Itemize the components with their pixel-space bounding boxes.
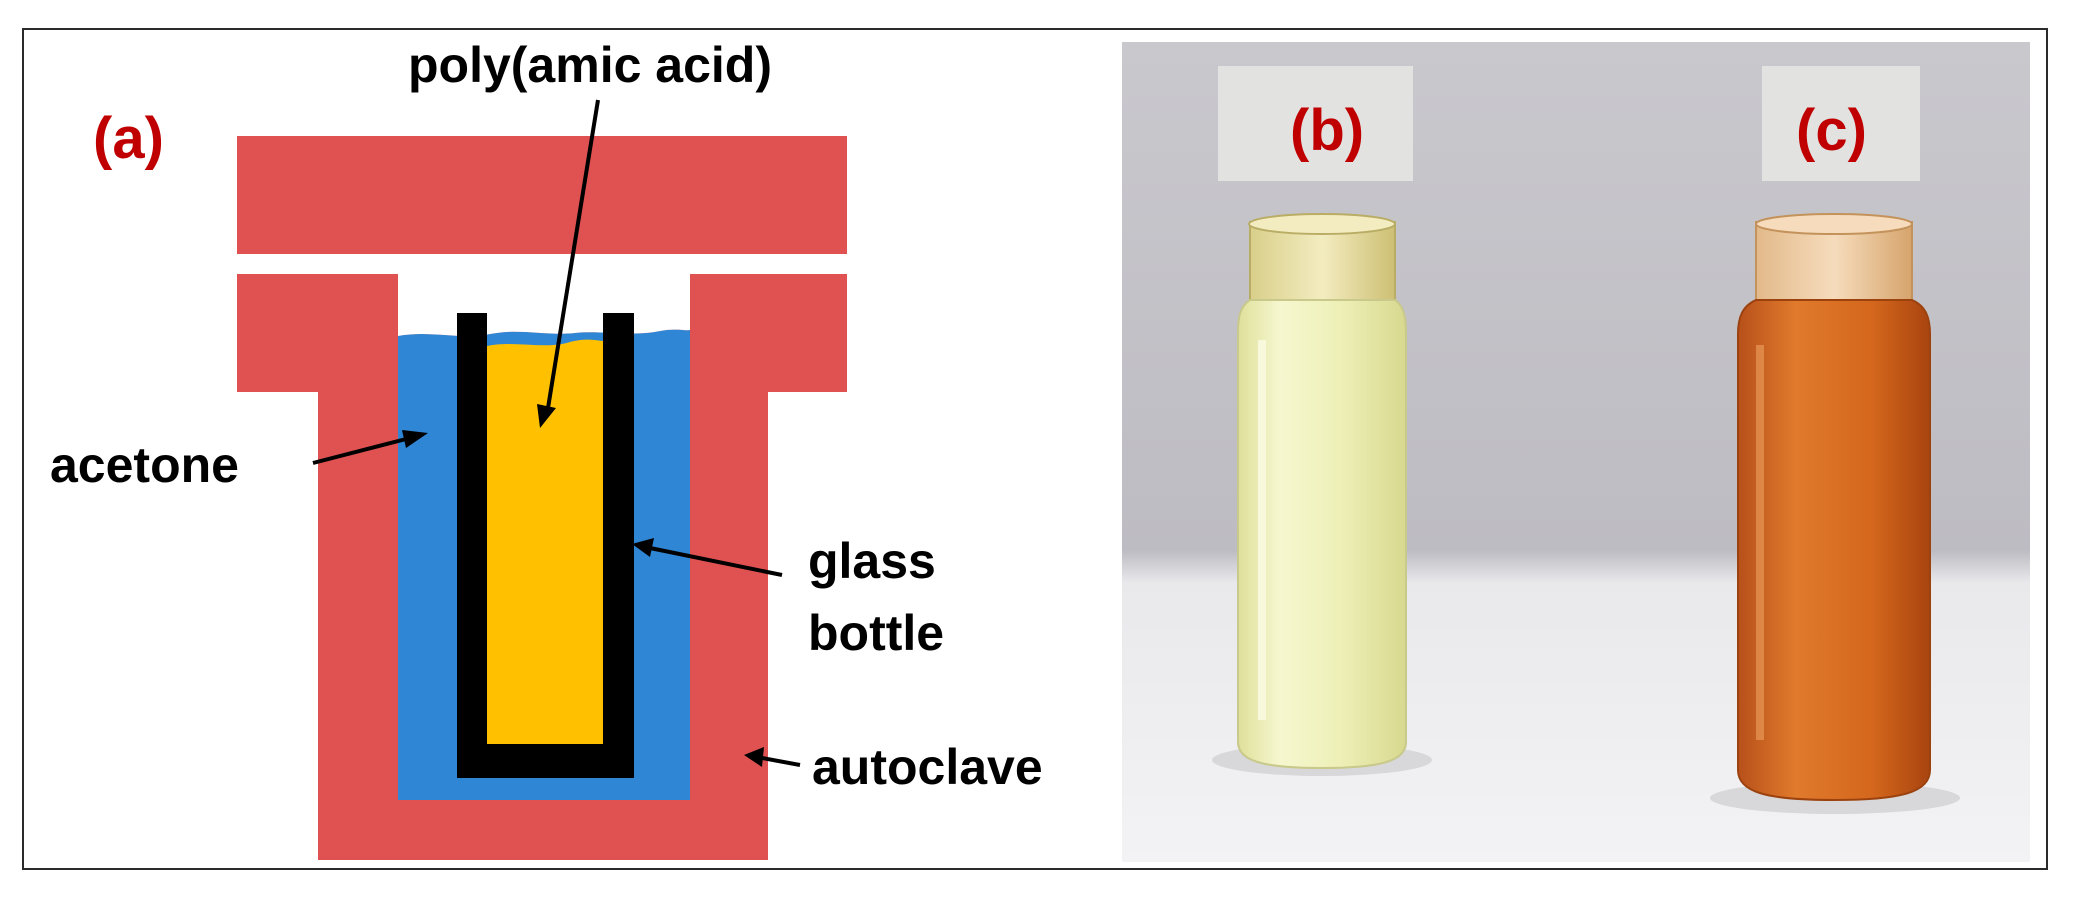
panel-b-label-bg (1218, 66, 1413, 181)
arrowhead-acetone (402, 430, 428, 448)
panel-a-label: (a) (93, 106, 164, 171)
poly-amic-acid-liquid (487, 339, 603, 744)
vial-b-rim (1248, 213, 1396, 235)
panel-c-label: (c) (1796, 98, 1867, 163)
autoclave-cavity-gap (398, 274, 690, 336)
poly-amic-acid-annotation: poly(amic acid) (408, 37, 772, 93)
arrow-poly-amic-acid (546, 99, 600, 409)
photo-panel: (b) (c) (1122, 42, 2030, 862)
vial-c-body (1737, 299, 1931, 802)
acetone-annotation: acetone (50, 437, 239, 493)
panel-b-label: (b) (1290, 98, 1364, 163)
vial-c (1737, 213, 1931, 802)
panel-a-diagram: (a) poly(amic acid) acetone glass bottle… (50, 37, 1043, 860)
glass-bottle (457, 313, 634, 778)
autoclave-annotation: autoclave (812, 739, 1043, 795)
arrow-autoclave (761, 756, 801, 767)
arrow-acetone (312, 436, 411, 465)
autoclave-lid (237, 136, 847, 254)
arrowhead-poly-amic-acid (537, 404, 556, 428)
vial-c-rim (1755, 213, 1913, 235)
vial-b-body (1237, 299, 1407, 770)
panel-c-label-bg (1762, 66, 1920, 181)
bottle-annotation: bottle (808, 605, 944, 661)
arrowhead-glass-bottle (632, 538, 654, 557)
glass-annotation: glass (808, 533, 936, 589)
arrowhead-autoclave (744, 747, 764, 767)
vial-b (1237, 213, 1407, 770)
arrow-glass-bottle (649, 546, 783, 577)
